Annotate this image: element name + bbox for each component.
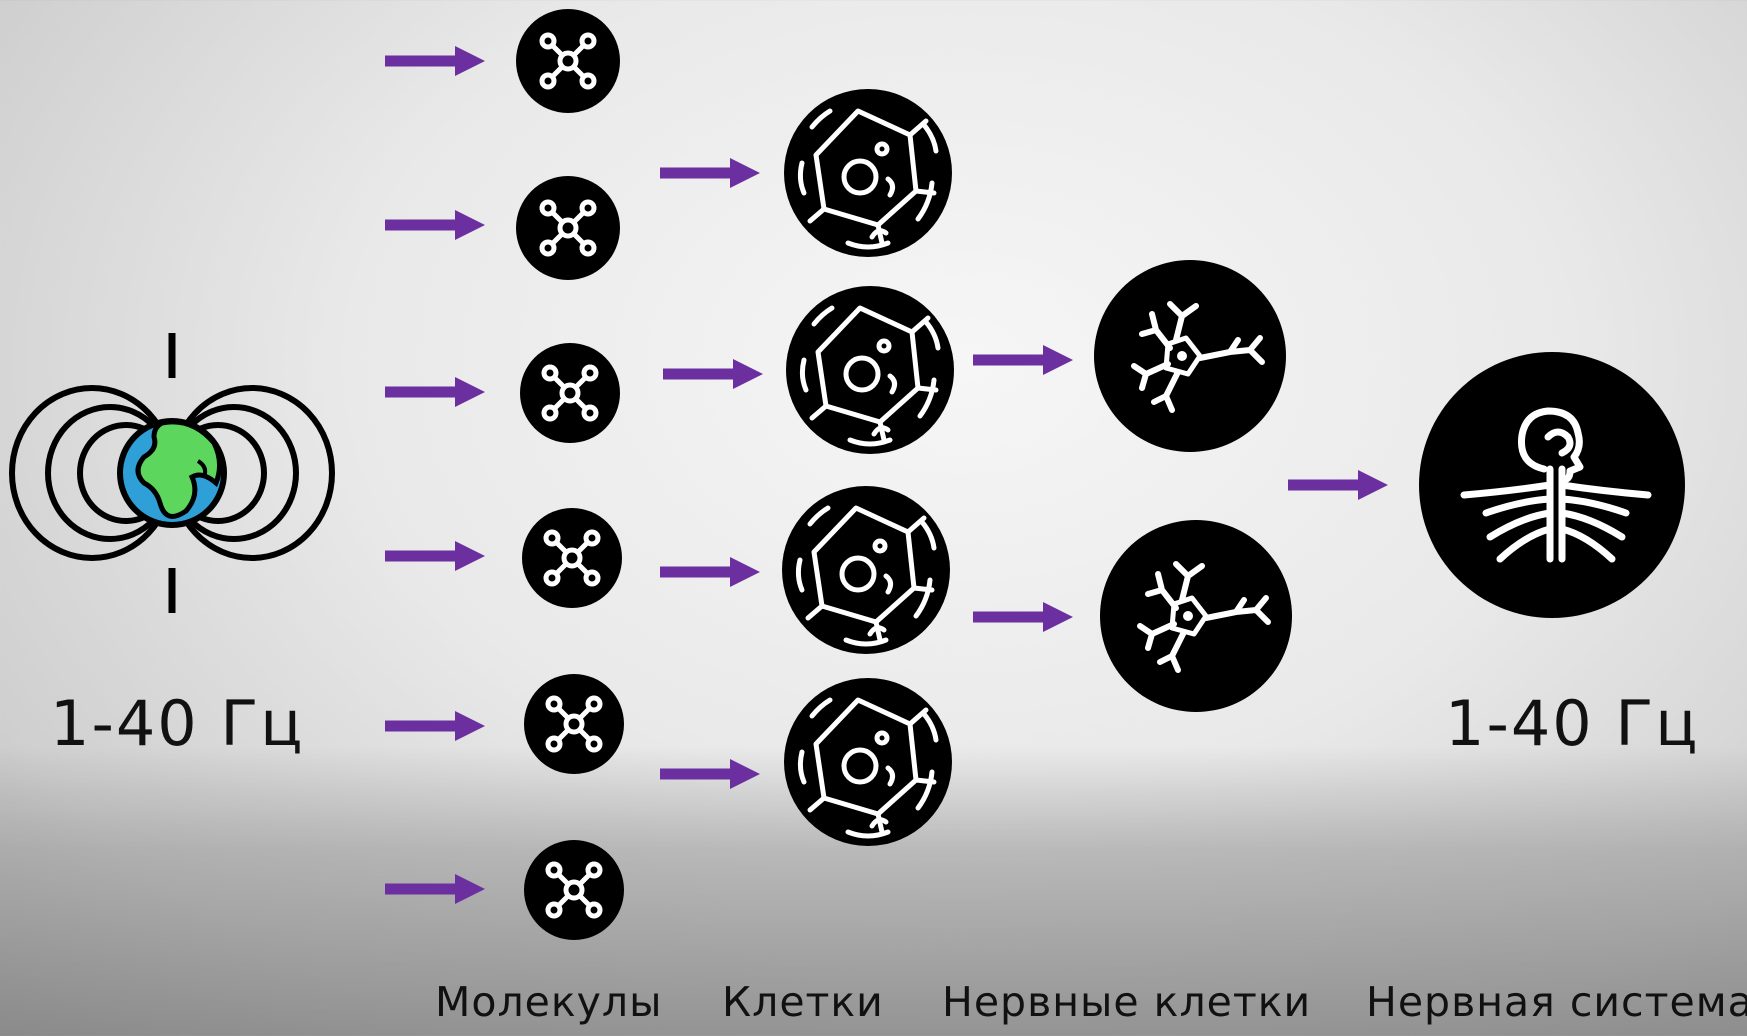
arrow-to-molecule-4 [385, 541, 485, 571]
nervous-system-icon [1419, 352, 1685, 618]
neuron-icon [1100, 520, 1292, 712]
arrow-to-neuron-2 [973, 602, 1073, 632]
source-frequency-label: 1-40 Гц [50, 687, 305, 760]
molecule-icon [524, 840, 624, 940]
molecule-icon [520, 343, 620, 443]
arrow-to-molecule-1 [385, 46, 485, 76]
arrow-to-neuron-1 [973, 345, 1073, 375]
arrow-to-cell-4 [660, 759, 760, 789]
arrow-to-molecule-5 [385, 711, 485, 741]
stage-label-nerve-cells: Нервные клетки [942, 978, 1312, 1026]
cell-icon [784, 678, 952, 846]
arrow-to-cell-2 [663, 359, 763, 389]
arrow-to-molecule-3 [385, 377, 485, 407]
earth-magnetic-field-icon [9, 333, 335, 613]
cell-icon [782, 486, 950, 654]
molecule-icon [522, 508, 622, 608]
cell-icon [786, 286, 954, 454]
neuron-icon [1094, 260, 1286, 452]
target-frequency-label: 1-40 Гц [1445, 687, 1700, 760]
arrow-to-molecule-6 [385, 874, 485, 904]
molecule-icon [524, 674, 624, 774]
stage-label-cells: Клетки [722, 978, 884, 1026]
molecule-icon [516, 9, 620, 113]
molecule-icon [516, 176, 620, 280]
stage-label-nervous-system: Нервная система [1366, 978, 1747, 1026]
cell-icon [784, 89, 952, 257]
arrow-to-cell-3 [660, 557, 760, 587]
stage-label-molecules: Молекулы [435, 978, 663, 1026]
arrow-to-molecule-2 [385, 210, 485, 240]
arrow-to-nervous-system [1288, 470, 1388, 500]
arrow-to-cell-1 [660, 158, 760, 188]
